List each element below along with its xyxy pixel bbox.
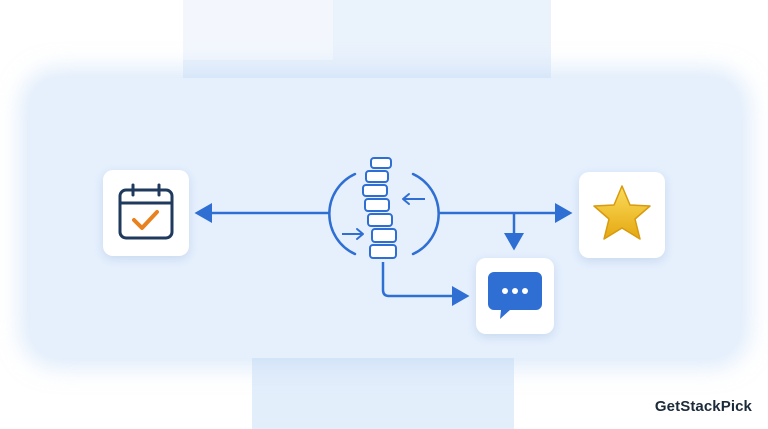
star-icon xyxy=(593,185,651,240)
star-card xyxy=(579,172,665,258)
monitor-notch xyxy=(183,0,333,60)
brand-watermark: GetStackPick xyxy=(654,398,752,415)
arrow-spine-to-chat xyxy=(381,262,470,306)
monitor-stand xyxy=(252,350,514,429)
chat-bubble-icon xyxy=(488,272,542,319)
spine-icon xyxy=(328,157,440,259)
calendar-card xyxy=(103,170,189,256)
calendar-check-icon xyxy=(118,183,174,240)
chat-card xyxy=(476,258,554,334)
